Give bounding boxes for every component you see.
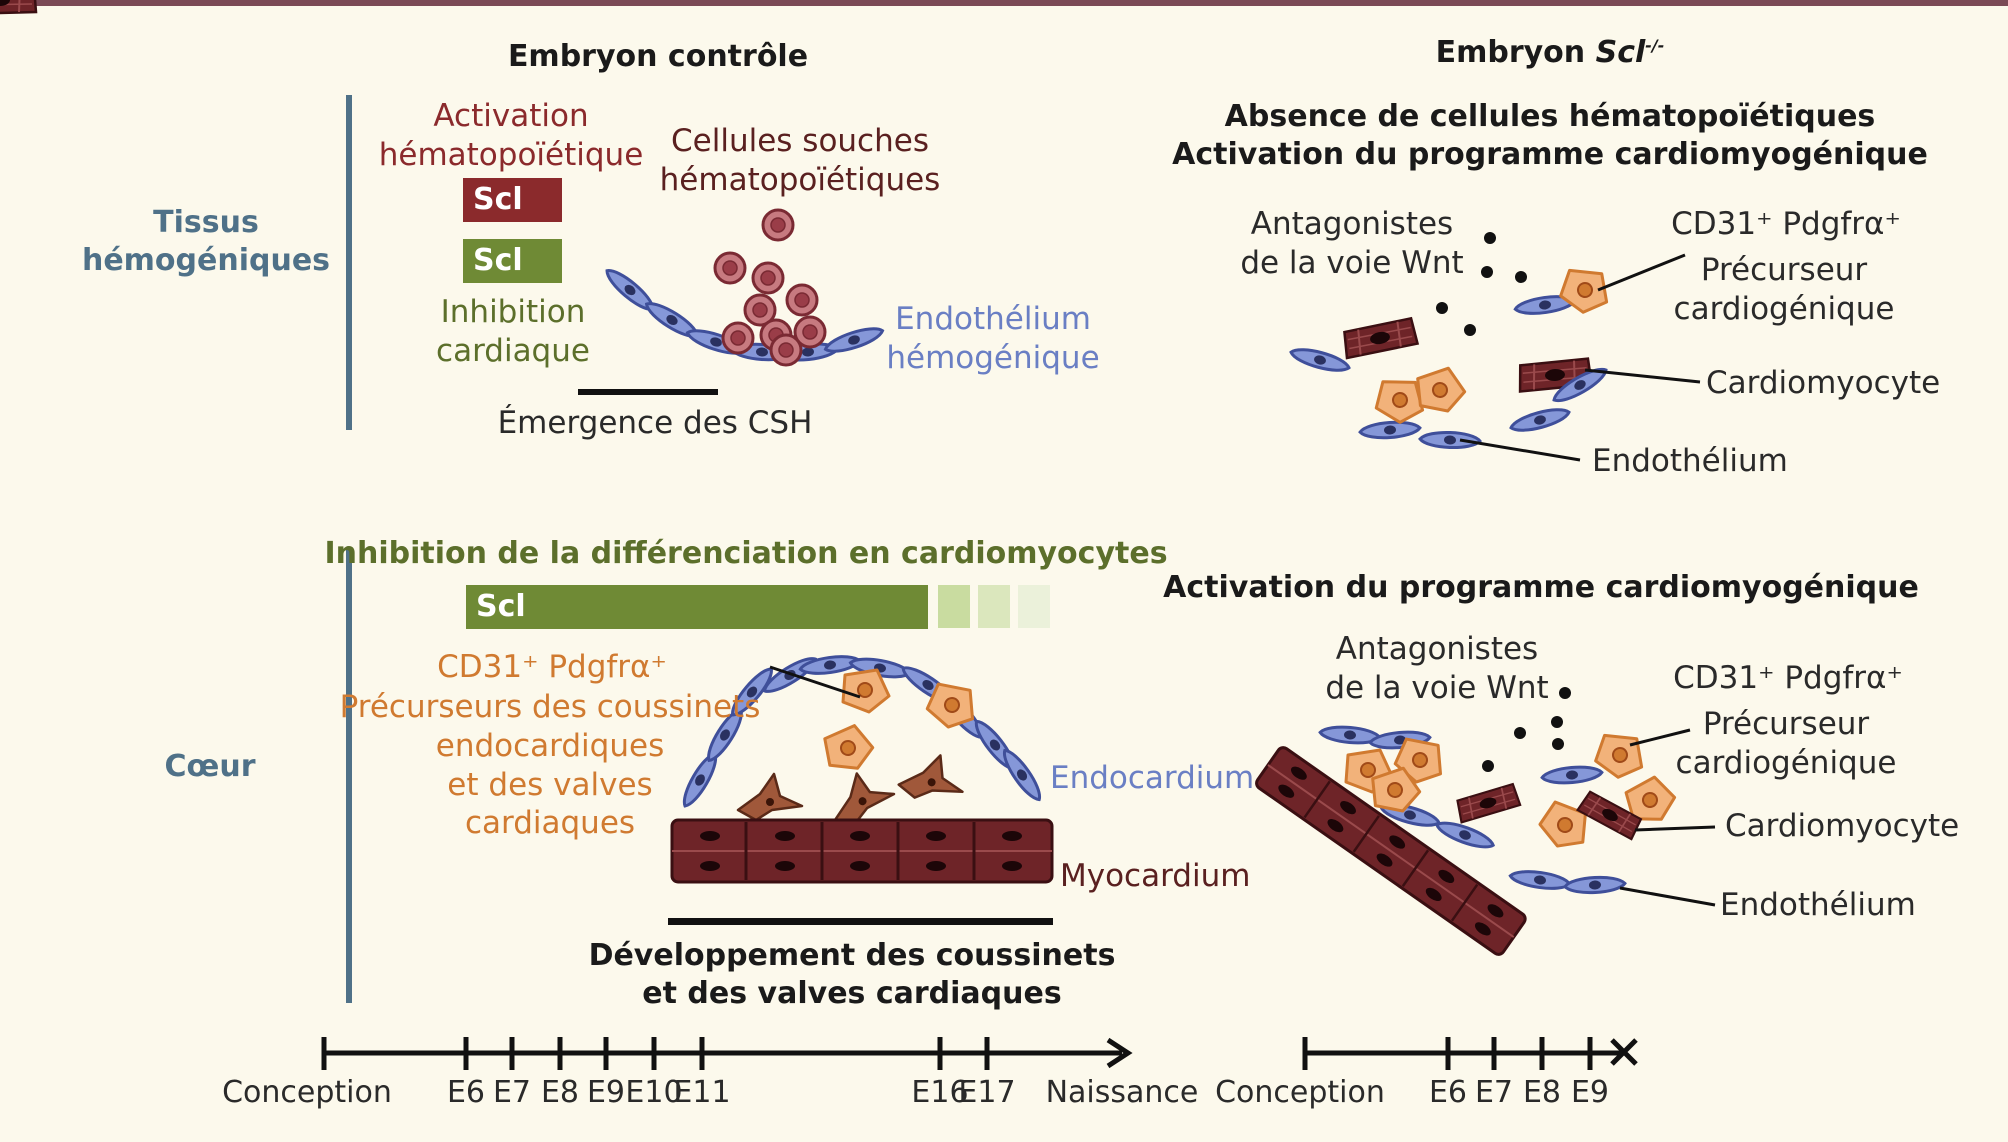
timeline-scl-start: Conception — [1215, 1075, 1385, 1110]
inhibition-heading: Inhibition de la différenciation en card… — [324, 536, 1168, 571]
scl-fade-2 — [978, 585, 1010, 628]
scl-top-endothelium: Endothélium — [1592, 443, 1788, 479]
timeline_scl-tick-label: E9 — [1570, 1075, 1610, 1110]
label-activation: Activation hématopoïétique — [378, 98, 644, 173]
myocardium-layer — [670, 818, 1054, 884]
scl-top-precursor: Précurseur cardiogénique — [1673, 252, 1895, 327]
endocardium-arch — [677, 651, 1047, 812]
timeline_control-tick-label: E16 — [911, 1075, 969, 1110]
row-label-coeur: Cœur — [164, 749, 256, 784]
label-endocardium: Endocardium — [1050, 760, 1255, 796]
timeline_control-tick-label: E11 — [673, 1075, 731, 1110]
title-control: Embryon contrôle — [507, 39, 809, 74]
scl-bottom-endothelium: Endothélium — [1720, 887, 1916, 923]
title-scl: Embryon Scl-/- — [1436, 38, 1665, 68]
scl-fade-1 — [938, 585, 970, 628]
label-inhibition: Inhibition cardiaque — [436, 294, 590, 369]
timeline-control-start: Conception — [222, 1075, 392, 1110]
timeline_control-tick-label: E6 — [446, 1075, 486, 1110]
scl-bottom-precursor-markers: CD31⁺ Pdgfrα⁺ — [1673, 660, 1903, 696]
scl-bottom-antagonists: Antagonistes de la voie Wnt — [1325, 631, 1549, 706]
label-cushion-precursors: Précurseurs des coussinets endocardiques… — [339, 689, 761, 842]
scl-top-precursor-markers: CD31⁺ Pdgfrα⁺ — [1671, 206, 1901, 242]
title-scl-gene: Scl — [1595, 35, 1646, 70]
scl-top-antagonists: Antagonistes de la voie Wnt — [1240, 206, 1464, 281]
timeline_control-tick-label: E7 — [492, 1075, 532, 1110]
label-hemogenic-endothelium: Endothélium hémogénique — [886, 301, 1100, 376]
timeline-control-ticks — [463, 1037, 990, 1070]
label-cushion-markers: CD31⁺ Pdgfrα⁺ — [437, 649, 667, 685]
scl-bottom-cardiomyocyte: Cardiomyocyte — [1725, 808, 1960, 844]
timeline_scl-tick-label: E8 — [1522, 1075, 1562, 1110]
scl-box-red: Scl — [463, 178, 562, 222]
development-bar — [668, 918, 1053, 925]
title-scl-superscript: -/- — [1645, 36, 1665, 55]
timeline_scl-tick-label: E7 — [1474, 1075, 1514, 1110]
timeline_control-tick-label: E8 — [540, 1075, 580, 1110]
scl-top-cardiomyocyte: Cardiomyocyte — [1706, 365, 1941, 401]
scl-bottom-precursor: Précurseur cardiogénique — [1675, 706, 1897, 781]
timeline-control-axis — [321, 1037, 1133, 1070]
timeline-scl-axis — [1302, 1037, 1638, 1070]
label-emergence: Émergence des CSH — [497, 405, 813, 441]
scl-bottom-cells — [1255, 687, 1716, 956]
timeline_scl-tick-label: E6 — [1428, 1075, 1468, 1110]
scl-fade-3 — [1018, 585, 1050, 628]
timeline-control-end: Naissance — [1045, 1075, 1199, 1110]
title-scl-prefix: Embryon — [1435, 35, 1596, 70]
stem-cells-cluster — [713, 208, 827, 367]
label-development: Développement des coussinets et des valv… — [588, 938, 1116, 1011]
timeline-scl-ticks — [1445, 1037, 1593, 1070]
section-bar-tissus — [346, 95, 352, 430]
timeline_control-tick-label: E10 — [625, 1075, 683, 1110]
timeline_control-tick-label: E17 — [958, 1075, 1016, 1110]
top-rule — [0, 0, 2008, 6]
scl-top-heading: Absence de cellules hématopoïétiques Act… — [1172, 99, 1928, 172]
row-label-tissus: Tissus hémogéniques — [81, 205, 331, 278]
label-myocardium: Myocardium — [1060, 858, 1251, 894]
emergence-bar — [578, 389, 718, 395]
timeline_control-tick-label: E9 — [586, 1075, 626, 1110]
scl-bottom-heading: Activation du programme cardiomyogénique — [1163, 570, 1919, 605]
label-stem-cells: Cellules souches hématopoïétiques — [659, 123, 941, 198]
scl-box-green: Scl — [463, 239, 562, 283]
scl-bar-long: Scl — [466, 585, 928, 629]
section-bar-coeur — [346, 550, 352, 1003]
scl-top-cells — [0, 0, 1701, 462]
